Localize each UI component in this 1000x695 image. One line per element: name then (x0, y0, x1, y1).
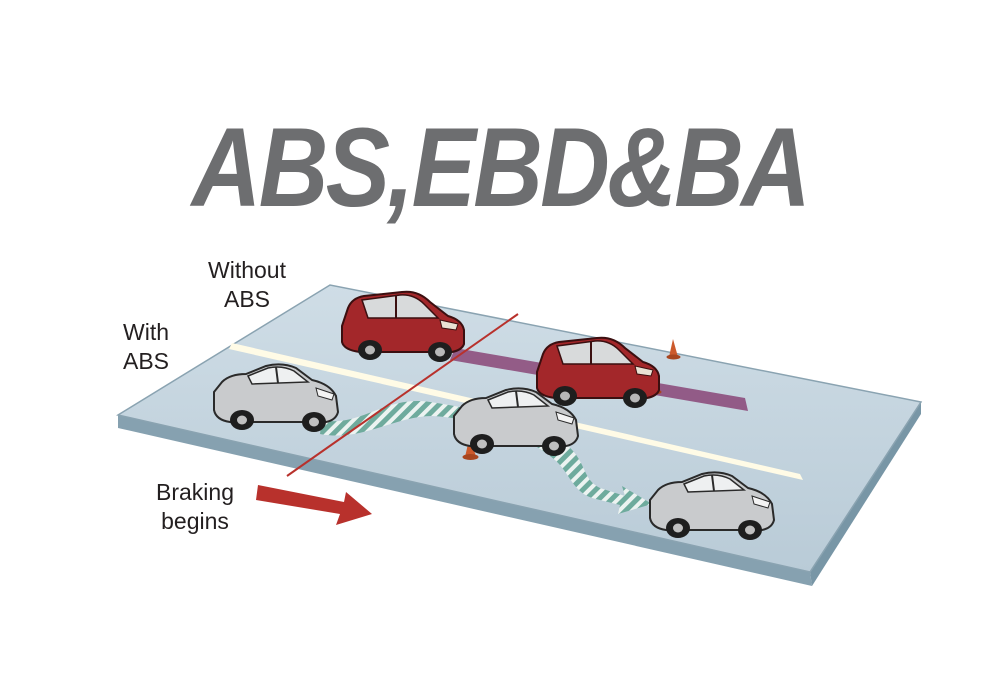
red-car-without-abs-start (341, 290, 465, 362)
braking-arrow (256, 485, 372, 525)
label-braking-begins: Braking begins (130, 478, 260, 536)
silver-car-with-abs-middle (453, 387, 580, 456)
silver-car-with-abs-start (213, 363, 340, 432)
label-line: Braking (156, 479, 234, 505)
braking-line (286, 313, 519, 477)
label-without-abs: Without ABS (192, 256, 302, 314)
label-line: begins (161, 507, 229, 534)
label-line: With (123, 319, 169, 345)
label-line: ABS (122, 347, 170, 374)
page-title: ABS,EBD&BA (191, 105, 811, 230)
label-with-abs: With ABS (106, 318, 186, 376)
traffic-cone (666, 339, 681, 360)
label-line: ABS (223, 285, 271, 312)
red-car-without-abs-end (536, 336, 660, 408)
silver-car-with-abs-end (649, 471, 776, 540)
label-line: Without (208, 257, 286, 283)
